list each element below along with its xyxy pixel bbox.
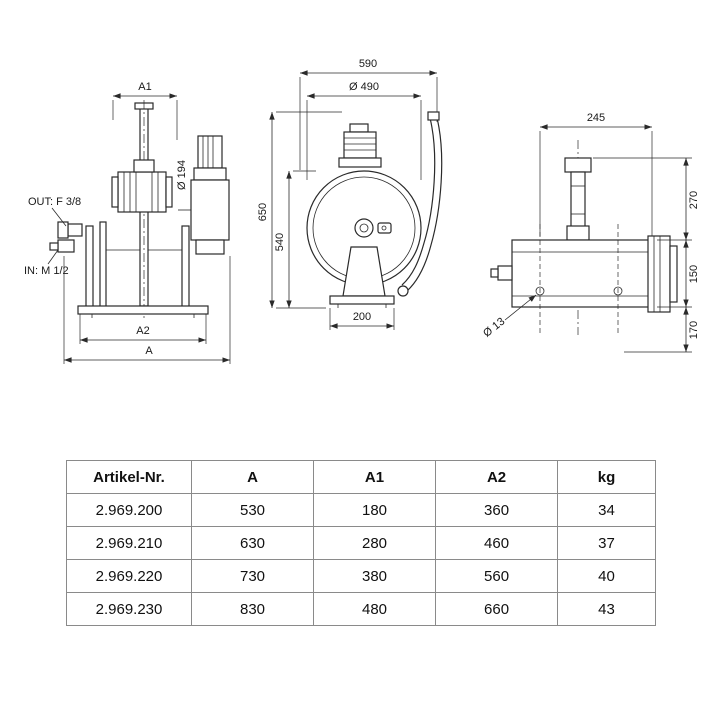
cell-artikel: 2.969.210	[66, 526, 192, 560]
col-header-a1: A1	[313, 460, 437, 494]
cell-a: 530	[190, 493, 315, 527]
dim-label-270: 270	[688, 191, 700, 209]
cell-a: 830	[190, 592, 315, 626]
front-view: 590 Ø 490 650	[257, 58, 443, 330]
cell-a2: 660	[435, 592, 559, 626]
top-view: 245 Ø 13 270	[481, 112, 700, 353]
dim-label-a2: A2	[136, 325, 149, 337]
cell-a1: 280	[313, 526, 437, 560]
dim-label-245: 245	[587, 112, 605, 124]
cell-kg: 34	[557, 493, 656, 527]
cell-a: 730	[190, 559, 315, 593]
cell-a2: 560	[435, 559, 559, 593]
cell-artikel: 2.969.220	[66, 559, 192, 593]
dim-label-dia194: Ø 194	[176, 160, 188, 190]
cell-a2: 460	[435, 526, 559, 560]
dim-label-a: A	[145, 345, 153, 357]
col-header-a: A	[190, 460, 315, 494]
out-port-label: OUT: F 3/8	[28, 196, 81, 208]
dim-label-650: 650	[257, 203, 269, 221]
dim-label-200: 200	[353, 311, 371, 323]
dim-label-a1: A1	[138, 81, 151, 93]
dim-label-150: 150	[688, 265, 700, 283]
table-row: 2.969.210 630 280 460 37	[66, 526, 656, 560]
dim-label-540: 540	[274, 233, 286, 251]
dimension-table: Artikel-Nr. A A1 A2 kg 2.969.200 530 180…	[66, 460, 656, 626]
cell-kg: 37	[557, 526, 656, 560]
cell-artikel: 2.969.200	[66, 493, 192, 527]
cell-kg: 43	[557, 592, 656, 626]
dim-label-590: 590	[359, 58, 377, 70]
cell-a: 630	[190, 526, 315, 560]
cell-a1: 180	[313, 493, 437, 527]
cell-kg: 40	[557, 559, 656, 593]
col-header-a2: A2	[435, 460, 559, 494]
table-row: 2.969.230 830 480 660 43	[66, 592, 656, 626]
table-row: 2.969.220 730 380 560 40	[66, 559, 656, 593]
col-header-artikel: Artikel-Nr.	[66, 460, 192, 494]
cell-a1: 380	[313, 559, 437, 593]
side-view: A1 Ø 194	[24, 81, 231, 364]
dim-label-dia490: Ø 490	[349, 81, 379, 93]
dim-label-170: 170	[688, 321, 700, 339]
table-row: 2.969.200 530 180 360 34	[66, 493, 656, 527]
col-header-kg: kg	[557, 460, 656, 494]
table-header-row: Artikel-Nr. A A1 A2 kg	[66, 460, 656, 494]
hose-reel-drawing: A1 Ø 194	[24, 58, 700, 364]
cell-a2: 360	[435, 493, 559, 527]
dim-label-dia13: Ø 13	[481, 316, 507, 340]
in-port-label: IN: M 1/2	[24, 265, 69, 277]
cell-artikel: 2.969.230	[66, 592, 192, 626]
cell-a1: 480	[313, 592, 437, 626]
